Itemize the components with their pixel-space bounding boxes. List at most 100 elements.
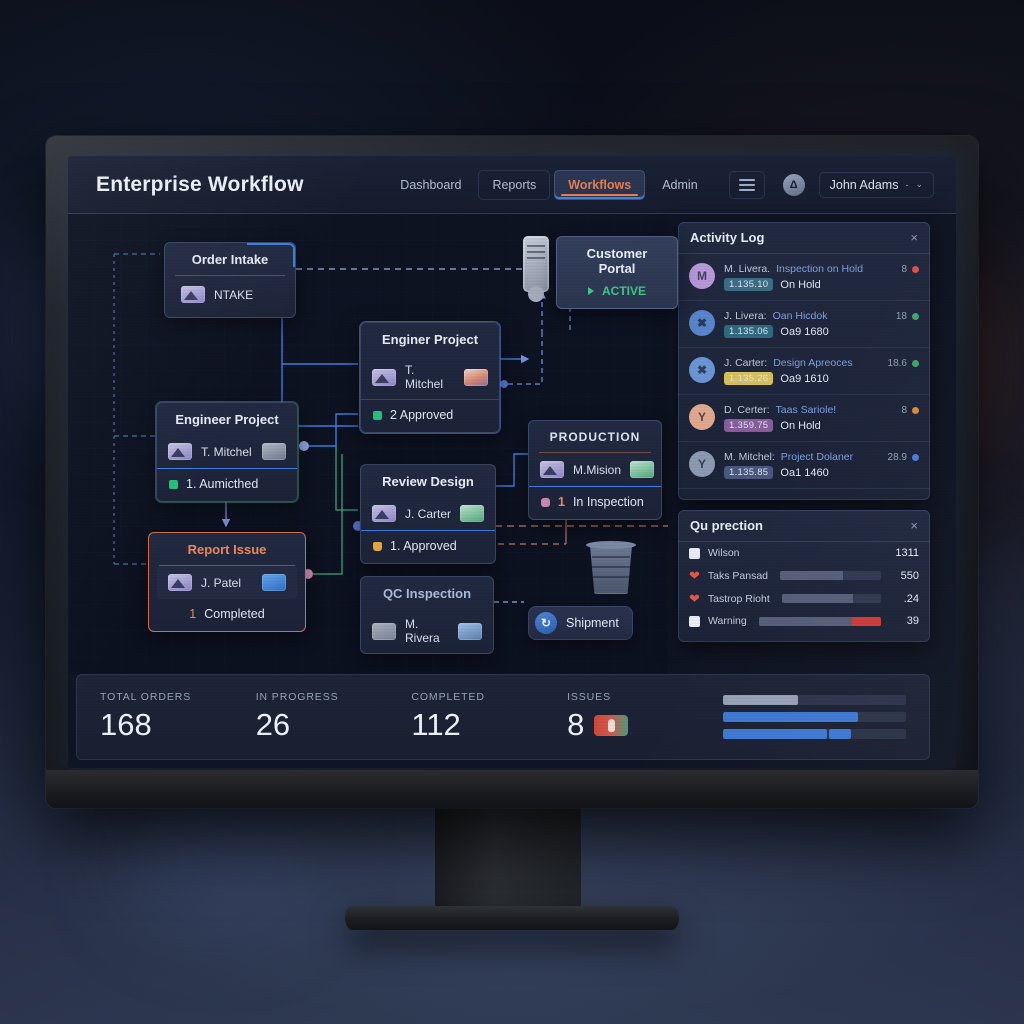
- close-icon[interactable]: ×: [910, 518, 918, 533]
- node-assignee-label: T. Mitchel: [405, 363, 444, 391]
- node-status: 1. Aumicthed: [157, 468, 297, 501]
- node-assignee: J. Patel: [157, 566, 297, 599]
- node-customer-portal[interactable]: Customer Portal ACTIVE: [556, 236, 678, 309]
- nav-item-reports[interactable]: Reports: [478, 169, 551, 200]
- node-report-issue[interactable]: Report Issue J. Patel 1 Completed: [148, 532, 306, 632]
- quality-label: Wilson: [708, 547, 740, 559]
- status-dot: [912, 313, 919, 320]
- node-status-label: 1. Approved: [390, 539, 457, 553]
- mini-progress-bars: [722, 695, 907, 739]
- issue-badge-icon: [594, 714, 629, 736]
- activity-state: Oa9 1680: [780, 325, 829, 338]
- quality-bar: [752, 549, 881, 558]
- user-menu[interactable]: John Adams - ⌄: [818, 171, 934, 198]
- node-assignee: NTAKE: [165, 276, 295, 317]
- panel-header: Qu prection ×: [678, 510, 930, 542]
- bar-fill: [781, 594, 854, 603]
- app-header: Enterprise Workflow Dashboard Reports Wo…: [68, 156, 956, 214]
- progress-bar[interactable]: [722, 695, 907, 705]
- stat-label: Issues: [567, 691, 611, 703]
- stat-value: 112: [411, 707, 461, 742]
- activity-id-chip: 1.135.85: [724, 466, 774, 479]
- node-shipment[interactable]: ↻ Shipment: [528, 606, 633, 640]
- trash-bin-icon[interactable]: [586, 541, 636, 594]
- bin-rim: [586, 541, 636, 549]
- activity-meta: 8: [901, 405, 919, 416]
- page-title: Enterprise Workflow: [96, 172, 304, 196]
- nav-item-admin[interactable]: Admin: [662, 177, 698, 192]
- stat-label: Total Orders: [100, 691, 192, 703]
- progress-fill: [722, 712, 859, 722]
- progress-bar[interactable]: [722, 729, 907, 739]
- divider: [159, 565, 295, 566]
- avatar[interactable]: Δ: [782, 173, 805, 196]
- node-assignee-label: NTAKE: [214, 287, 254, 302]
- slate-thumbnail-icon: [262, 443, 286, 460]
- monitor-screen: Enterprise Workflow Dashboard Reports Wo…: [68, 156, 956, 768]
- panel-title: Qu prection: [690, 518, 763, 533]
- stat-label: Completed: [411, 691, 485, 703]
- activity-state: Oa9 1610: [780, 372, 829, 385]
- node-assignee-label: J. Patel: [201, 575, 242, 590]
- stat-total-orders: Total Orders 168: [100, 691, 256, 743]
- green-thumbnail-icon: [630, 461, 655, 478]
- node-title: Customer Portal: [586, 246, 648, 276]
- photo-thumbnail-icon: [458, 622, 482, 640]
- checkbox-icon[interactable]: [689, 547, 700, 559]
- node-review-design[interactable]: Review Design J. Carter 1. Approved: [360, 464, 496, 564]
- node-assignee: T. Mitchel: [361, 355, 499, 399]
- activity-line-primary: D. Certer:Taas Sariole!8: [724, 404, 919, 416]
- node-title: Report Issue: [187, 542, 267, 557]
- node-qc-inspection[interactable]: QC Inspection M. Rivera: [360, 576, 494, 654]
- progress-fill: [722, 695, 798, 705]
- activity-meta: 18.6: [888, 358, 919, 369]
- quality-row[interactable]: ❤Tastrop Rioht.24: [678, 587, 930, 610]
- quality-row[interactable]: Wilson 1311: [678, 542, 930, 564]
- progress-bar[interactable]: [722, 712, 907, 722]
- quality-value: 550: [900, 569, 919, 582]
- activity-id-chip: 1.359.75: [724, 419, 774, 432]
- blue-thumbnail-icon: [262, 574, 286, 591]
- activity-state: Oa1 1460: [780, 466, 829, 479]
- node-title: Review Design: [382, 474, 474, 489]
- quality-bar: [780, 571, 881, 580]
- quality-bar: [758, 616, 881, 626]
- monitor-stand-neck: [435, 806, 581, 914]
- checkbox-icon[interactable]: [689, 615, 700, 627]
- quality-value: 1311: [895, 547, 919, 559]
- activity-message: Project Dolaner: [780, 451, 854, 463]
- activity-user: J. Carter:: [724, 357, 768, 369]
- activity-message: Design Apreoces: [773, 357, 853, 369]
- close-icon[interactable]: ×: [910, 230, 918, 245]
- progress-handle[interactable]: [829, 729, 852, 739]
- connector-edges: [113, 253, 668, 603]
- node-engineer-project-left[interactable]: Engineer Project T. Mitchel 1. Aumicthed: [156, 402, 298, 502]
- hamburger-icon[interactable]: [728, 170, 765, 199]
- stat-label: In Progress: [255, 691, 339, 703]
- nav-item-dashboard[interactable]: Dashboard: [400, 177, 462, 192]
- workflow-canvas[interactable]: Order Intake NTAKE Enginer Project: [68, 214, 678, 674]
- nav-item-workflows[interactable]: Workflows: [554, 169, 646, 200]
- divider: [539, 452, 651, 453]
- divider: [175, 275, 285, 276]
- node-engineer-project-center[interactable]: Enginer Project T. Mitchel 2 Approved: [360, 322, 500, 433]
- activity-time: 28.9: [887, 452, 907, 463]
- node-production[interactable]: PRODUCTION M.Mision 1 In Inspection: [528, 420, 662, 520]
- node-order-intake[interactable]: Order Intake NTAKE: [164, 242, 296, 318]
